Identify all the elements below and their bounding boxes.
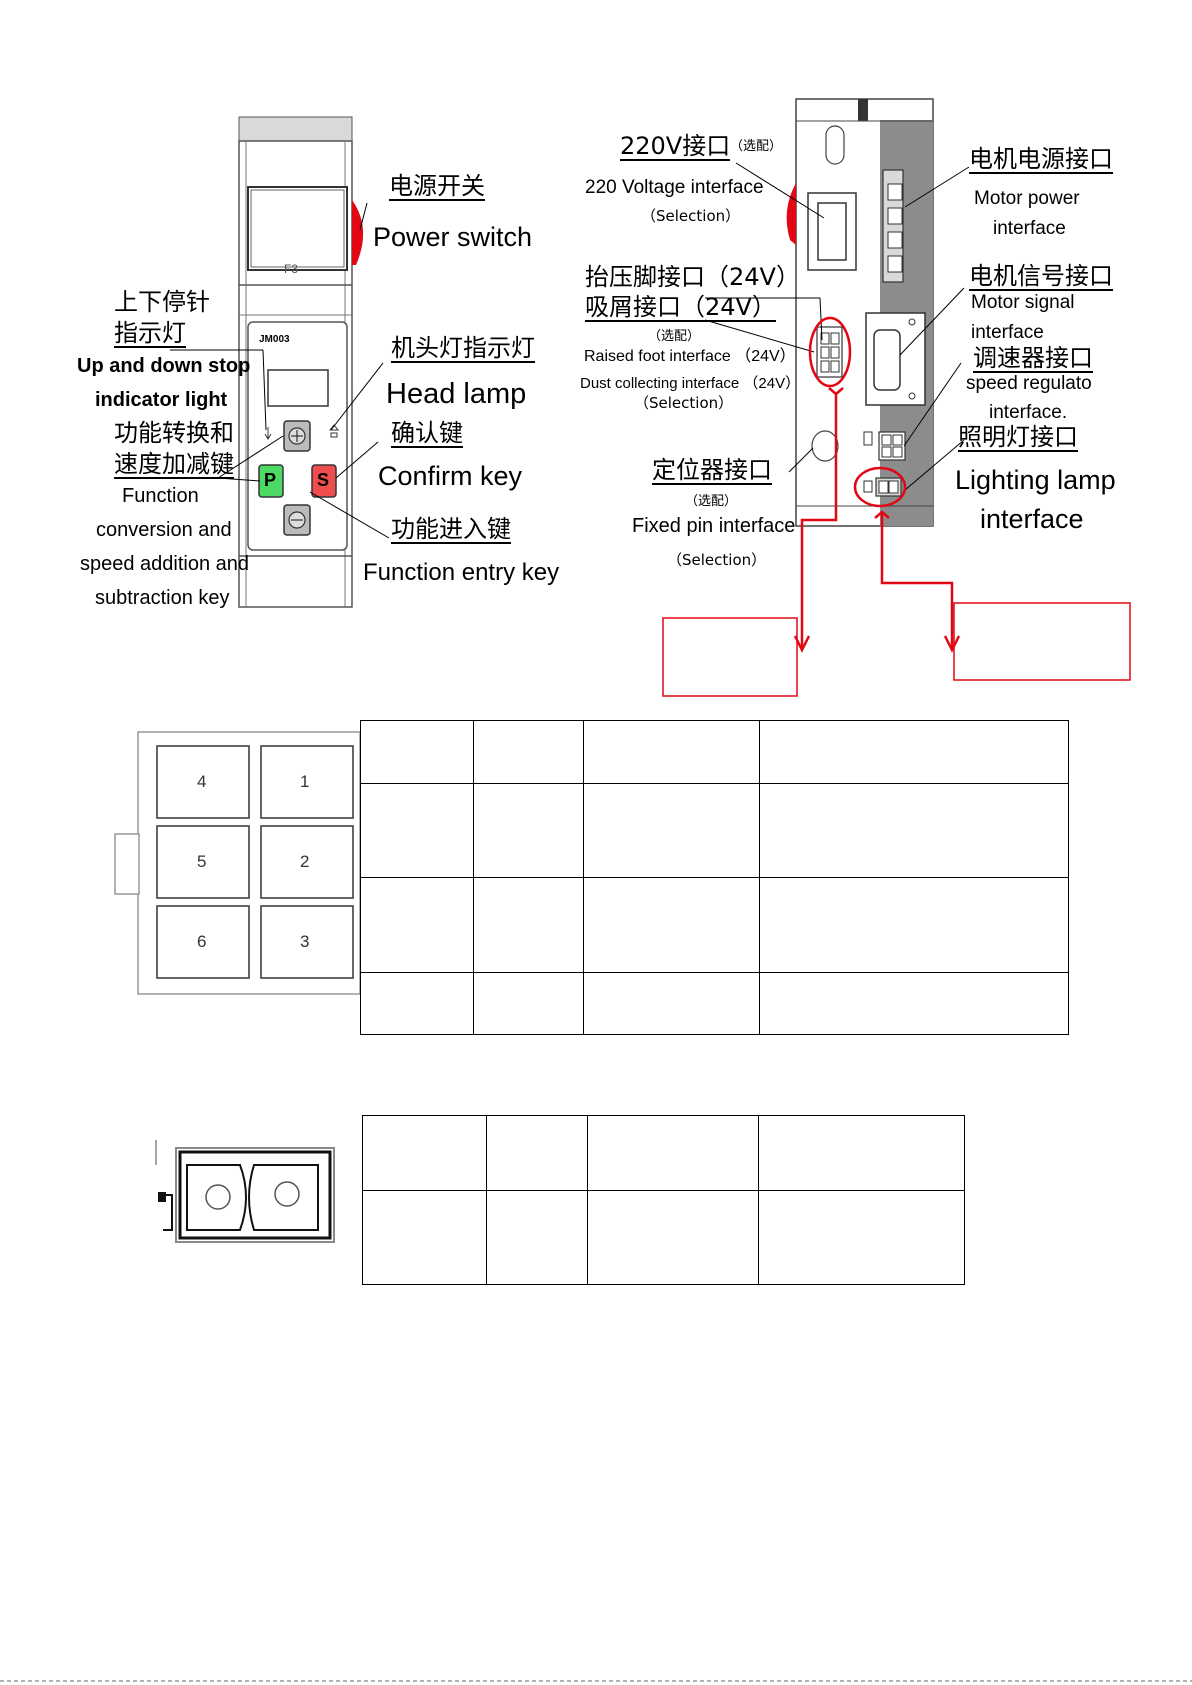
locator-en: Fixed pin interface: [632, 515, 796, 537]
table-cell: [583, 972, 760, 1035]
lighting-en-2: interface: [980, 504, 1084, 534]
motor-power-en-1: Motor power: [974, 188, 1080, 209]
table-cell: [759, 783, 1069, 878]
confirm-cn: 确认键: [391, 419, 463, 448]
raised-foot-cn: 抬压脚接口（24V）: [585, 263, 800, 291]
table-cell: [583, 720, 760, 784]
dust-en: Dust collecting interface （24V）: [580, 375, 801, 392]
power-switch-en: Power switch: [373, 222, 533, 252]
dust-cn: 吸屑接口（24V）: [585, 293, 776, 322]
function-cn-1: 功能转换和: [114, 419, 234, 447]
head-lamp-cn: 机头灯指示灯: [391, 334, 535, 363]
table-row: [360, 877, 1069, 973]
stop-indicator-en-1: Up and down stop: [77, 355, 251, 377]
function-en-4: subtraction key: [95, 587, 230, 609]
function-en-1: Function: [122, 485, 199, 507]
table-row: [360, 720, 1069, 784]
locator-optional: （选配）: [685, 494, 738, 509]
table-row: [362, 1115, 965, 1191]
table-cell: [362, 1115, 487, 1191]
red-note-box-right: [953, 602, 1131, 681]
stop-indicator-cn-1: 上下停针: [114, 288, 210, 316]
connector-2pin-drawing: [155, 1140, 335, 1243]
pin-label: 6: [197, 932, 207, 951]
raised-foot-optional: （选配）: [648, 329, 701, 344]
pin-label: 5: [197, 852, 207, 871]
motor-power-en-2: interface: [993, 218, 1066, 239]
control-panel-device: [238, 116, 364, 608]
table-cell: [360, 877, 474, 973]
dust-selection: （Selection）: [634, 394, 734, 412]
locator-selection: （Selection）: [667, 551, 767, 569]
table-cell: [486, 1190, 588, 1285]
table-cell: [360, 720, 474, 784]
table-cell: [473, 972, 584, 1035]
function-cn-2: 速度加减键: [114, 450, 234, 479]
key-p[interactable]: P: [264, 470, 277, 490]
speed-regulator-en-1: speed regulato: [966, 373, 1092, 394]
red-note-box-left: [662, 617, 798, 697]
red-highlights: [793, 316, 961, 653]
table-cell: [758, 1115, 965, 1191]
key-s[interactable]: S: [317, 470, 330, 490]
confirm-en: Confirm key: [378, 461, 523, 491]
table-cell: [759, 720, 1069, 784]
table-cell: [360, 972, 474, 1035]
table-cell: [362, 1190, 487, 1285]
motor-signal-cn: 电机信号接口: [969, 262, 1113, 291]
v220-optional: （选配）: [730, 139, 783, 154]
model-label: JM003: [259, 334, 290, 345]
table-6pin: [360, 720, 1069, 1035]
table-cell: [583, 783, 760, 878]
table-row: [360, 783, 1069, 878]
connector-6pin-drawing: [114, 731, 361, 995]
v220-cn: 220V接口: [620, 132, 731, 161]
display-text: F3: [284, 262, 299, 276]
function-en-3: speed addition and: [80, 553, 250, 575]
table-cell: [759, 972, 1069, 1035]
controller-box-leaders: [704, 162, 970, 491]
table-2pin: [362, 1115, 965, 1285]
v220-selection: （Selection）: [641, 207, 741, 225]
function-en-2: conversion and: [96, 519, 232, 541]
pin-label: 1: [300, 772, 310, 791]
table-cell: [473, 877, 584, 973]
stop-indicator-en-2: indicator light: [95, 389, 228, 411]
pin-label: 4: [197, 772, 207, 791]
motor-signal-en-2: interface: [971, 322, 1044, 343]
table-cell: [583, 877, 760, 973]
pin-label: 3: [300, 932, 310, 951]
v220-en: 220 Voltage interface: [585, 177, 764, 198]
table-cell: [587, 1115, 759, 1191]
head-lamp-en: Head lamp: [386, 378, 527, 410]
motor-power-cn: 电机电源接口: [969, 145, 1113, 174]
motor-signal-en-1: Motor signal: [971, 292, 1075, 313]
table-row: [362, 1190, 965, 1285]
table-cell: [758, 1190, 965, 1285]
function-entry-cn: 功能进入键: [391, 515, 511, 544]
table-row: [360, 972, 1069, 1035]
pin-label: 2: [300, 852, 310, 871]
lighting-cn: 照明灯接口: [958, 423, 1078, 452]
raised-foot-en: Raised foot interface （24V）: [584, 348, 796, 365]
table-cell: [360, 783, 474, 878]
speed-regulator-cn: 调速器接口: [973, 344, 1093, 373]
lighting-en-1: Lighting lamp: [955, 465, 1116, 495]
controller-box-device: [786, 98, 934, 527]
function-entry-en: Function entry key: [363, 559, 560, 586]
table-cell: [486, 1115, 588, 1191]
locator-cn: 定位器接口: [652, 456, 772, 485]
table-cell: [759, 877, 1069, 973]
power-switch-cn: 电源开关: [389, 172, 485, 201]
stop-indicator-cn-2: 指示灯: [114, 319, 186, 348]
control-panel-leaders: [170, 202, 390, 539]
speed-regulator-en-2: interface.: [989, 402, 1068, 423]
table-cell: [473, 720, 584, 784]
table-cell: [587, 1190, 759, 1285]
table-cell: [473, 783, 584, 878]
